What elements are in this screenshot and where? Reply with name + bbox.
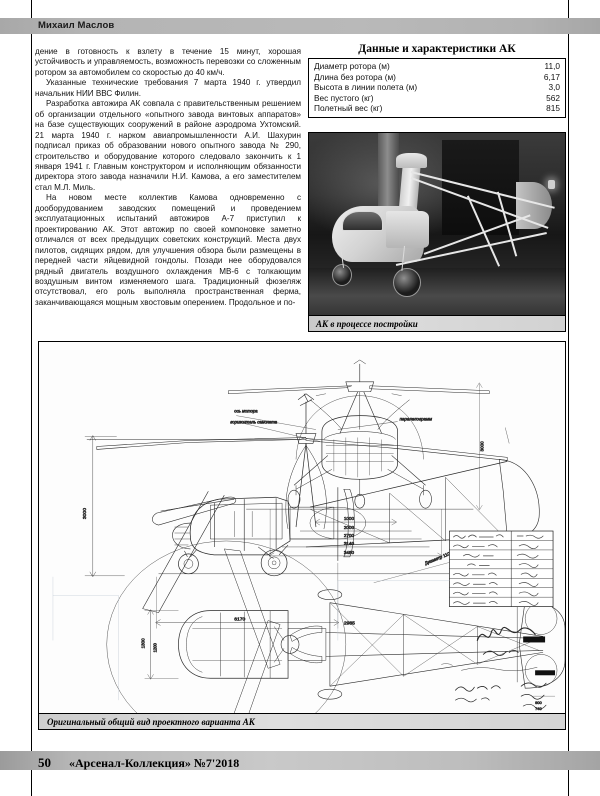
svg-text:3000: 3000 bbox=[479, 441, 484, 452]
spec-value: 562 bbox=[546, 92, 560, 103]
svg-text:1000: 1000 bbox=[344, 516, 355, 521]
paragraph: Указанные технические требования 7 марта… bbox=[35, 78, 301, 98]
photo-caption: АК в процессе постройки bbox=[309, 315, 565, 331]
spec-table-row: Диаметр ротора (м) 11,0 bbox=[314, 61, 560, 72]
paragraph: дение в готовность к взлету в течение 15… bbox=[35, 47, 301, 77]
photo-main-wheel bbox=[393, 267, 422, 297]
svg-text:2700: 2700 bbox=[344, 533, 355, 538]
running-head-author: Михаил Маслов bbox=[38, 20, 115, 31]
svg-text:3480: 3480 bbox=[344, 550, 355, 555]
spec-table-title: Данные и характеристики АК bbox=[358, 43, 516, 55]
spec-value: 6,17 bbox=[543, 71, 560, 82]
svg-text:900: 900 bbox=[535, 700, 542, 705]
construction-photo-figure: АК в процессе постройки bbox=[308, 132, 566, 332]
footer: 50 «Арсенал-Коллекция» №7'2018 bbox=[38, 754, 239, 772]
svg-text:горизонталь самолета: горизонталь самолета bbox=[230, 420, 277, 425]
page-number: 50 bbox=[38, 755, 51, 770]
running-head-band bbox=[0, 18, 600, 34]
svg-text:2000: 2000 bbox=[344, 525, 355, 530]
svg-text:740: 740 bbox=[535, 706, 542, 711]
spec-label: Длина без ротора (м) bbox=[314, 71, 396, 82]
right-margin-rule bbox=[568, 0, 569, 796]
spec-table: Диаметр ротора (м) 11,0 Длина без ротора… bbox=[308, 58, 566, 118]
svg-text:ось мотора: ось мотора bbox=[234, 409, 258, 414]
svg-text:1300: 1300 bbox=[141, 638, 146, 649]
svg-text:6170: 6170 bbox=[234, 617, 245, 623]
spec-label: Диаметр ротора (м) bbox=[314, 61, 390, 71]
spec-value: 11,0 bbox=[544, 61, 560, 71]
technical-drawing-plate: 3000 паралелограмм 6170 2985 bbox=[38, 341, 566, 729]
magazine-title: «Арсенал-Коллекция» №7'2018 bbox=[69, 756, 240, 770]
spec-value: 3,0 bbox=[548, 82, 560, 93]
photo-pillar bbox=[378, 133, 399, 214]
left-margin-rule bbox=[31, 0, 32, 796]
footer-band bbox=[0, 751, 600, 770]
spec-table-row: Высота в линии полета (м) 3,0 bbox=[314, 82, 560, 93]
svg-text:3000: 3000 bbox=[82, 508, 88, 519]
photo-rotor-head bbox=[396, 153, 427, 168]
svg-text:1200: 1200 bbox=[153, 642, 158, 652]
paragraph: На новом месте коллектив Камова одноврем… bbox=[35, 193, 301, 307]
svg-text:паралелограмм: паралелограмм bbox=[400, 417, 432, 422]
spec-label: Вес пустого (кг) bbox=[314, 92, 374, 103]
photo-lamp bbox=[547, 180, 555, 190]
svg-text:2985: 2985 bbox=[344, 621, 355, 627]
svg-text:3140: 3140 bbox=[344, 541, 355, 546]
spec-value: 815 bbox=[546, 103, 560, 114]
spec-table-row: Вес пустого (кг) 562 bbox=[314, 93, 560, 104]
article-body-column: дение в готовность к взлету в течение 15… bbox=[35, 47, 301, 308]
paragraph: Разработка автожира АК совпала с правите… bbox=[35, 99, 301, 192]
spec-table-row: Полетный вес (кг) 815 bbox=[314, 103, 560, 114]
spec-label: Высота в линии полета (м) bbox=[314, 82, 418, 93]
photo-cockpit-canopy bbox=[342, 211, 383, 232]
spec-label: Полетный вес (кг) bbox=[314, 103, 383, 114]
spec-table-row: Длина без ротора (м) 6,17 bbox=[314, 72, 560, 83]
photo-front-wheel bbox=[332, 264, 352, 287]
drawing-caption: Оригинальный общий вид проектного вариан… bbox=[38, 713, 566, 730]
construction-photo bbox=[309, 133, 565, 315]
photo-engine-cowl bbox=[385, 211, 430, 248]
technical-drawing-svg: 3000 паралелограмм 6170 2985 bbox=[52, 359, 565, 728]
